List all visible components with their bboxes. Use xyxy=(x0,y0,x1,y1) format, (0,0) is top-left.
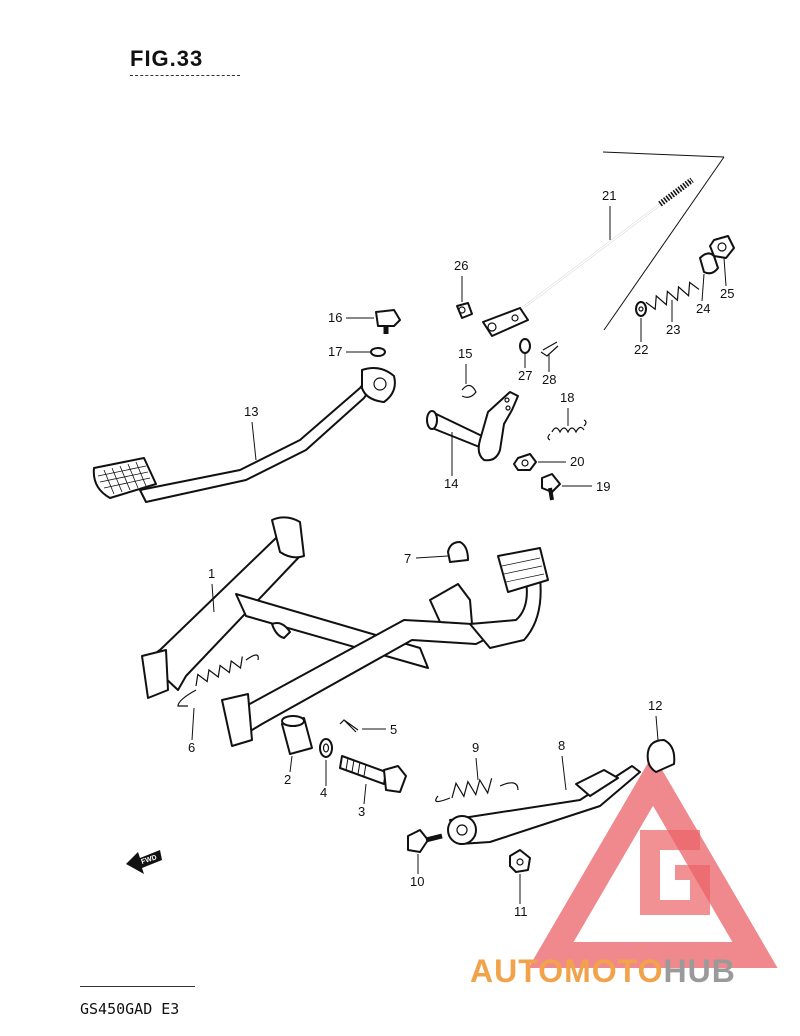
bolt-10 xyxy=(407,829,443,853)
callout-23: 23 xyxy=(666,322,680,337)
callout-21: 21 xyxy=(602,188,616,203)
callout-2: 2 xyxy=(284,772,291,787)
circlip xyxy=(461,384,477,398)
bolt-3 xyxy=(339,755,407,793)
callout-24: 24 xyxy=(696,301,710,316)
watermark-brand-part2: HUB xyxy=(663,953,735,989)
callout-25: 25 xyxy=(720,286,734,301)
collar-2 xyxy=(281,715,313,755)
cotter-pin-5 xyxy=(339,719,359,733)
callout-18: 18 xyxy=(560,390,574,405)
callout-22: 22 xyxy=(634,342,648,357)
brake-rod xyxy=(482,151,725,337)
callout-13: 13 xyxy=(244,404,258,419)
spring-18 xyxy=(547,419,587,441)
rubber-cap-12 xyxy=(646,739,676,773)
callout-11: 11 xyxy=(514,904,528,919)
callout-8: 8 xyxy=(558,738,565,753)
callout-20: 20 xyxy=(570,454,584,469)
washer-27 xyxy=(519,338,531,354)
callout-28: 28 xyxy=(542,372,556,387)
spring-9 xyxy=(435,778,519,803)
callout-1: 1 xyxy=(208,566,215,581)
stopper-cap-7 xyxy=(447,541,469,563)
clevis-pin xyxy=(456,302,473,319)
watermark-text: AUTOMOTOHUB xyxy=(470,953,736,989)
side-stand xyxy=(447,765,641,845)
bolt-16 xyxy=(375,309,401,334)
nut-20 xyxy=(513,453,537,471)
callout-27: 27 xyxy=(518,368,532,383)
figure-title-underline xyxy=(130,75,240,76)
callout-26: 26 xyxy=(454,258,468,273)
callout-17: 17 xyxy=(328,344,342,359)
callout-15: 15 xyxy=(458,346,472,361)
brake-pedal xyxy=(92,367,396,503)
callout-7: 7 xyxy=(404,551,411,566)
callout-3: 3 xyxy=(358,804,365,819)
watermark-logo xyxy=(528,754,778,968)
cotter-pin-28 xyxy=(540,341,559,357)
washer-4 xyxy=(319,738,333,758)
adjuster-assembly xyxy=(635,235,735,317)
nut-11 xyxy=(509,849,531,873)
callout-4: 4 xyxy=(320,785,327,800)
callout-14: 14 xyxy=(444,476,458,491)
callout-6: 6 xyxy=(188,740,195,755)
center-stand xyxy=(141,516,549,747)
watermark-brand-part1: AUTOMOTO xyxy=(470,953,663,989)
svg-text:AUTOMOTOHUB: AUTOMOTOHUB xyxy=(470,953,736,989)
callout-19: 19 xyxy=(596,479,610,494)
callout-16: 16 xyxy=(328,310,342,325)
washer-17 xyxy=(370,347,386,357)
callout-9: 9 xyxy=(472,740,479,755)
model-code-rule xyxy=(80,986,195,987)
callout-5: 5 xyxy=(390,722,397,737)
callouts: 1 2 3 4 5 6 7 8 9 10 11 12 13 14 15 16 1… xyxy=(188,188,734,919)
forward-arrow-icon: FWD xyxy=(126,850,162,874)
figure-title: FIG.33 xyxy=(130,46,204,71)
bolt-19 xyxy=(541,473,561,501)
spring-6 xyxy=(177,654,259,707)
fwd-label: FWD xyxy=(140,854,157,866)
callout-10: 10 xyxy=(410,874,424,889)
brake-shaft-lever xyxy=(426,391,519,462)
model-code: GS450GAD E3 xyxy=(80,1000,180,1018)
callout-12: 12 xyxy=(648,698,662,713)
